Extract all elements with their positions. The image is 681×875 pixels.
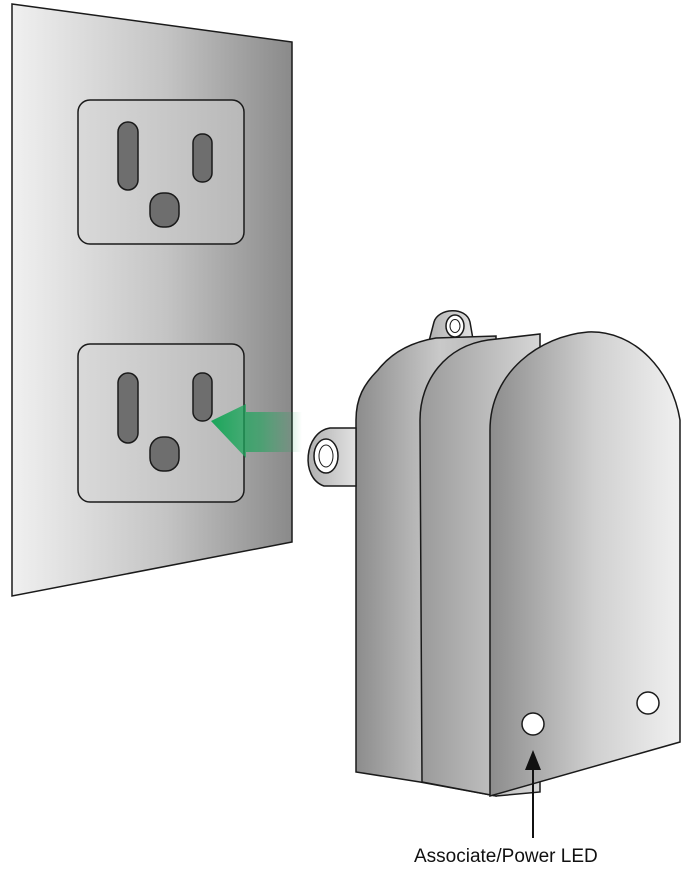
device-button[interactable] [636,691,660,715]
plug-in-device [307,310,681,797]
lower-outlet-ground-hole [149,436,180,472]
upper-outlet-ground-hole [149,192,180,228]
upper-outlet [77,99,245,245]
upper-outlet-hot-slot [192,133,213,183]
upper-outlet-neutral-slot [117,121,139,191]
device-front-face [489,331,681,797]
wall-plate [11,3,293,597]
lower-outlet-neutral-slot [117,372,139,444]
associate-power-led[interactable] [521,712,545,736]
led-callout-label: Associate/Power LED [414,846,598,867]
led-callout-arrow [525,750,541,838]
lower-outlet-hot-slot [192,372,213,422]
insertion-arrow-icon [211,404,302,458]
